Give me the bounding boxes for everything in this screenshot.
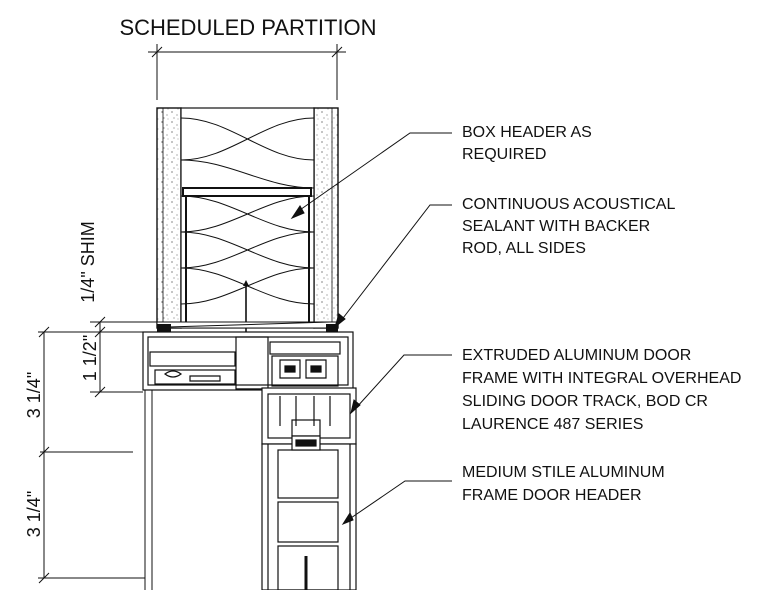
partition-title: SCHEDULED PARTITION <box>119 15 376 40</box>
partition-wall <box>156 107 339 334</box>
sealant-right <box>326 324 338 332</box>
partition-width-dimension <box>148 44 346 100</box>
upper-dimension-label: 3 1/4" <box>24 372 44 418</box>
lower-wall-lines <box>40 390 153 590</box>
callout-text-line: SLIDING DOOR TRACK, BOD CR <box>462 393 708 410</box>
leader-lines <box>290 132 452 526</box>
lower-dimension-label: 3 1/4" <box>24 491 44 537</box>
callout-box-header: BOX HEADER AS REQUIRED <box>462 124 592 163</box>
callout-text-line: BOX HEADER AS <box>462 124 592 141</box>
callout-text-line: LAURENCE 487 SERIES <box>462 416 643 433</box>
callout-text-line: SEALANT WITH BACKER <box>462 218 650 235</box>
callout-acoustical-sealant: CONTINUOUS ACOUSTICAL SEALANT WITH BACKE… <box>462 196 675 257</box>
left-dimensions <box>38 316 157 584</box>
callout-text-line: REQUIRED <box>462 146 546 163</box>
door-header-frame <box>261 435 357 590</box>
gypsum-board-left <box>156 107 182 329</box>
callout-text-line: ROD, ALL SIDES <box>462 240 586 257</box>
gypsum-board-right <box>313 107 339 329</box>
stud-cavity <box>180 107 315 329</box>
aluminum-frame-head <box>142 331 357 445</box>
shim-dimension-label: 1/4" SHIM <box>78 221 98 302</box>
callout-text-line: FRAME DOOR HEADER <box>462 487 642 504</box>
callout-text-line: MEDIUM STILE ALUMINUM <box>462 464 665 481</box>
callout-text-line: EXTRUDED ALUMINUM DOOR <box>462 347 691 364</box>
sealant-left <box>157 324 171 332</box>
frame-head-dimension-label: 1 1/2" <box>80 335 100 381</box>
callout-aluminum-door-frame: EXTRUDED ALUMINUM DOOR FRAME WITH INTEGR… <box>462 347 741 433</box>
callout-text-line: CONTINUOUS ACOUSTICAL <box>462 196 675 213</box>
callout-door-header: MEDIUM STILE ALUMINUM FRAME DOOR HEADER <box>462 464 665 504</box>
box-header-track <box>182 187 312 197</box>
callout-text-line: FRAME WITH INTEGRAL OVERHEAD <box>462 370 741 387</box>
